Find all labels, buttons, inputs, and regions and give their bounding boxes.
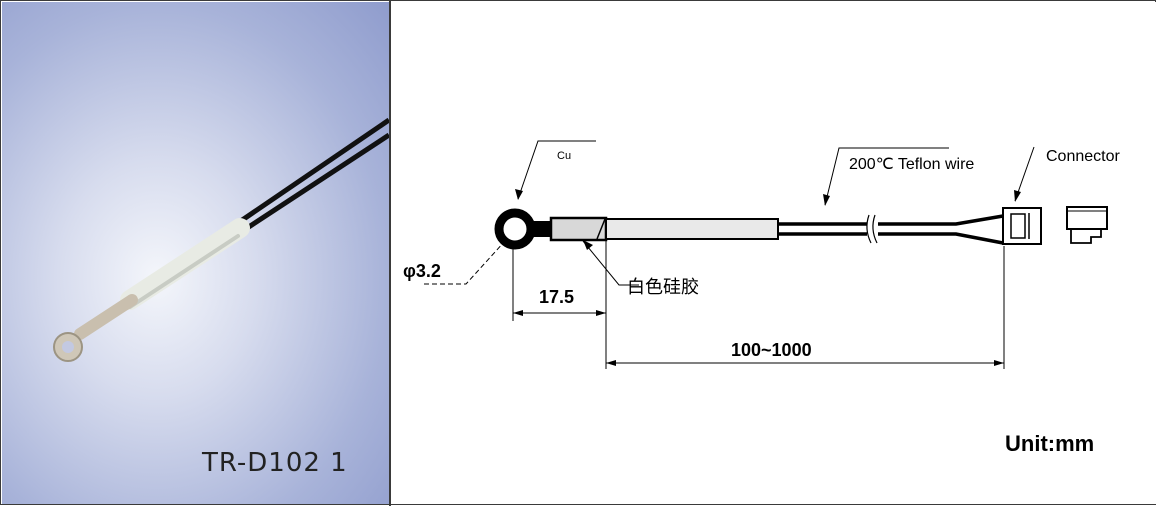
photo-sleeve bbox=[120, 218, 250, 310]
hole-diameter-label: φ3.2 bbox=[403, 261, 441, 281]
wire-break-1 bbox=[866, 214, 872, 244]
wire-leader-line bbox=[824, 147, 949, 206]
sleeve-hatch bbox=[596, 218, 606, 240]
photo-crimp bbox=[74, 294, 138, 340]
photo-wire-2 bbox=[236, 132, 389, 237]
panel-divider bbox=[389, 1, 391, 506]
dim-17-5-arrow-left bbox=[513, 310, 523, 316]
diameter-leader-line bbox=[424, 240, 506, 285]
wire-lower-2 bbox=[878, 232, 1004, 245]
cu-leader-arrow bbox=[515, 189, 523, 200]
sleeve-material-leader bbox=[582, 240, 639, 286]
drawing-canvas: Cu 200℃ Teflon bbox=[403, 140, 1120, 456]
sleeve-material-label: 白色硅胶 bbox=[627, 277, 699, 298]
wire-leader-arrow bbox=[823, 194, 830, 206]
dim-cable-arrow-left bbox=[606, 360, 616, 366]
sensor-photo-illustration bbox=[53, 117, 389, 362]
dim-17-5-arrow-right bbox=[596, 310, 606, 316]
mating-connector-body bbox=[1066, 206, 1108, 230]
wire-label: 200℃ Teflon wire bbox=[849, 156, 974, 173]
wire-break-2 bbox=[872, 214, 878, 244]
sensor-sleeve-body bbox=[605, 218, 779, 240]
sleeve-length-label: 17.5 bbox=[539, 287, 574, 307]
material-label: Cu bbox=[557, 150, 571, 162]
mating-connector-base bbox=[1070, 229, 1102, 244]
cable-length-label: 100~1000 bbox=[731, 340, 812, 360]
sleeve-material-arrow bbox=[583, 240, 593, 250]
terminal-neck bbox=[529, 221, 553, 237]
connector-label: Connector bbox=[1046, 148, 1120, 165]
photo-ring-hole bbox=[62, 341, 74, 353]
ring-terminal bbox=[494, 208, 536, 250]
wire-upper-2 bbox=[878, 214, 1004, 226]
connector-leader-arrow bbox=[1014, 190, 1021, 202]
model-number: TR-D102 1 bbox=[202, 448, 348, 478]
connector-latch bbox=[1010, 213, 1026, 239]
dim-cable-arrow-right bbox=[994, 360, 1004, 366]
photo-wire-1 bbox=[230, 117, 389, 230]
unit-label: Unit:mm bbox=[1005, 431, 1094, 456]
dimension-drawing: Cu 200℃ Teflon bbox=[391, 2, 1156, 504]
product-photo: TR-D102 1 bbox=[2, 2, 389, 504]
cu-leader-line bbox=[517, 140, 596, 200]
photo-sleeve-shade bbox=[128, 234, 240, 309]
